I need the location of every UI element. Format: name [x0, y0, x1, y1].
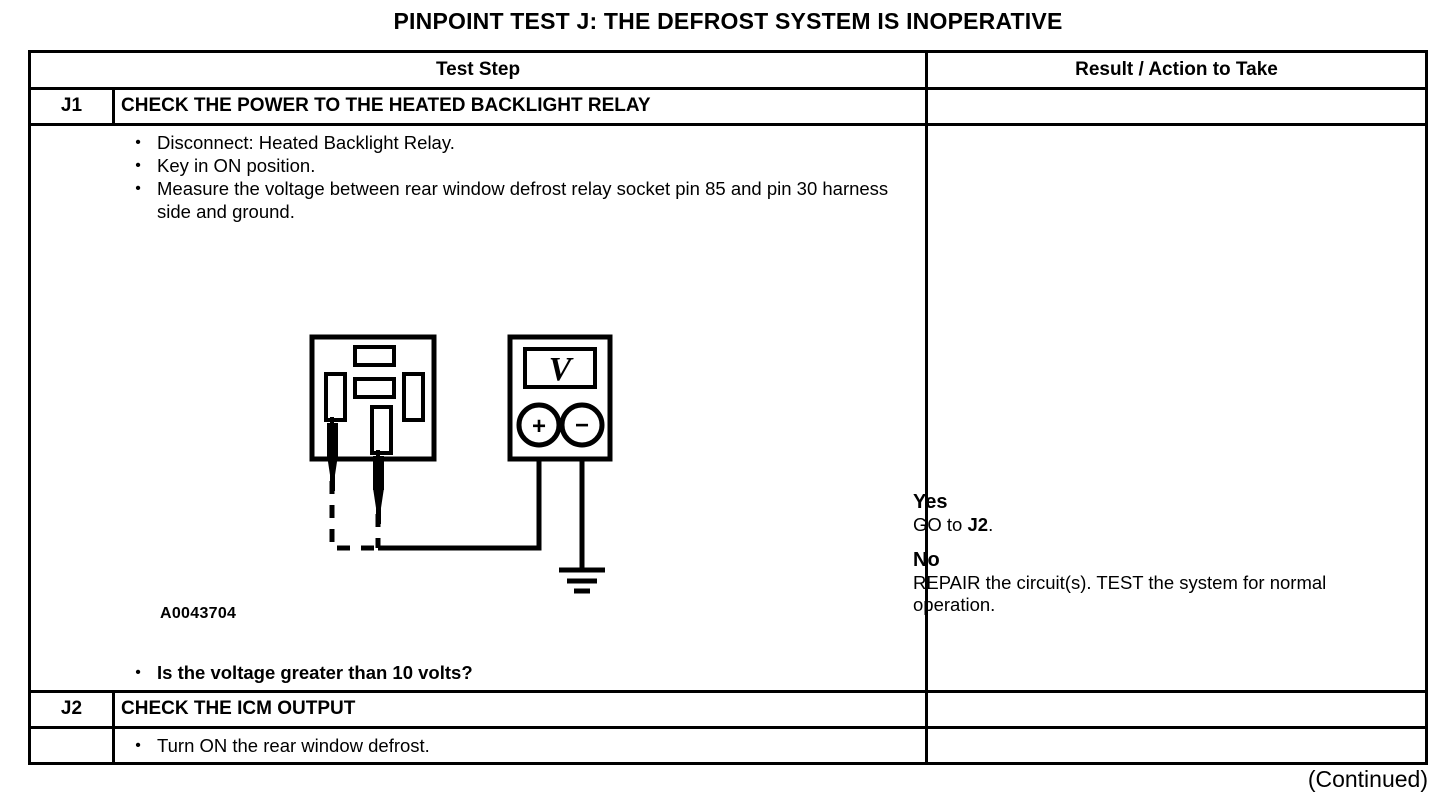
bullet-icon: • [135, 664, 141, 681]
divider-j2-number [112, 690, 115, 765]
divider-columns [925, 53, 928, 765]
multimeter-display [523, 347, 597, 389]
step-j1-instructions: • Disconnect: Heated Backlight Relay. • … [119, 131, 919, 223]
page-title: PINPOINT TEST J: THE DEFROST SYSTEM IS I… [393, 8, 1063, 34]
divider-j1-number [112, 87, 115, 123]
ground-symbol [559, 567, 605, 594]
result-action-content: Yes GO to J2. No REPAIR the circuit(s). … [913, 490, 1383, 616]
list-item: • Is the voltage greater than 10 volts? [119, 661, 919, 684]
result-text-yes: GO to J2. [913, 514, 994, 535]
step-j1-question: • Is the voltage greater than 10 volts? [119, 661, 919, 684]
list-item: • Turn ON the rear window defrost. [119, 734, 919, 757]
list-item: • Disconnect: Heated Backlight Relay. [119, 131, 919, 154]
test-probe-right [373, 450, 384, 524]
meter-positive-lead [378, 458, 542, 551]
list-item: • Measure the voltage between rear windo… [119, 177, 919, 223]
step-title-j2: CHECK THE ICM OUTPUT [121, 698, 356, 719]
step-number-j2: J2 [60, 698, 83, 719]
plus-icon: + [532, 413, 546, 440]
socket-slot-left [324, 372, 347, 422]
multimeter-positive-terminal [516, 402, 562, 448]
multimeter-negative-terminal [559, 402, 605, 448]
result-label-no: No [913, 549, 940, 571]
step-number-j1: J1 [60, 95, 83, 116]
rule-below-j1-title [31, 123, 1425, 126]
test-probe-left [327, 417, 338, 491]
socket-slot-lower [370, 405, 393, 455]
rule-below-header [31, 87, 1425, 90]
figure-reference-number: A0043704 [160, 605, 237, 622]
rule-above-j2-title [31, 690, 1425, 693]
column-header-test-step: Test Step [435, 59, 521, 80]
harness-lead-dashed-left [329, 481, 378, 551]
result-text-no: REPAIR the circuit(s). TEST the system f… [913, 572, 1327, 615]
bullet-icon: • [135, 180, 141, 197]
voltage-symbol: V [549, 351, 574, 388]
socket-slot-middle [353, 377, 396, 399]
pinpoint-test-table: Test Step Result / Action to Take J1 CHE… [28, 50, 1428, 765]
socket-slot-top [353, 345, 396, 367]
list-item: • Key in ON position. [119, 154, 919, 177]
bullet-icon: • [135, 737, 141, 754]
bullet-icon: • [135, 134, 141, 151]
socket-slot-right [402, 372, 425, 422]
minus-icon: − [575, 412, 589, 439]
step-title-j1: CHECK THE POWER TO THE HEATED BACKLIGHT … [121, 95, 651, 116]
result-label-yes: Yes [913, 491, 948, 513]
step-j2-instructions: • Turn ON the rear window defrost. [119, 734, 919, 757]
column-header-result-action: Result / Action to Take [1075, 59, 1278, 80]
continued-footer: (Continued) [1307, 766, 1428, 792]
multimeter-body [507, 334, 613, 462]
rule-below-j2-title [31, 726, 1425, 729]
relay-voltage-test-diagram: V + − [282, 285, 642, 635]
bullet-icon: • [135, 157, 141, 174]
spacer [913, 536, 1383, 548]
